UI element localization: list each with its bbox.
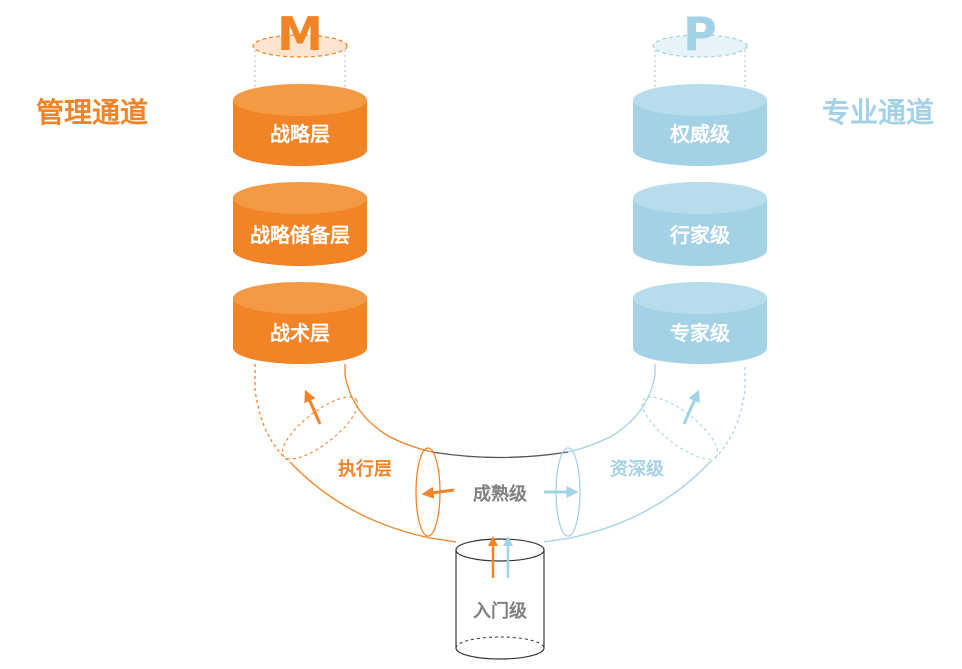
professional-level-cylinder: 权威级 <box>633 84 767 166</box>
entry-level-cylinder: 入门级 <box>455 538 545 660</box>
management-channel-title: 管理通道 <box>36 96 148 129</box>
level-label: 权威级 <box>669 122 730 146</box>
management-level-cylinder: 战略层 <box>233 84 367 166</box>
professional-letter: P <box>683 7 717 61</box>
left-arrow-icon <box>421 486 455 499</box>
level-label: 行家级 <box>669 223 730 247</box>
middle-level-label: 成熟级 <box>473 483 528 505</box>
professional-guide-lines <box>654 50 746 90</box>
up-arrow-left-icon <box>304 389 322 425</box>
up-arrow-right-icon <box>682 389 700 425</box>
entry-level-label: 入门级 <box>473 600 528 622</box>
management-level-cylinder: 战术层 <box>233 282 367 364</box>
professional-level-cylinder: 专家级 <box>633 282 767 364</box>
pipe-cross-section-left <box>281 396 359 460</box>
professional-top-ellipse <box>652 34 748 58</box>
management-top-ellipse <box>252 34 348 58</box>
level-label: 战术层 <box>270 321 330 345</box>
left-lower-level-label: 执行层 <box>338 458 392 480</box>
level-label: 战略层 <box>270 122 330 146</box>
management-guide-lines <box>254 50 346 90</box>
level-label: 专家级 <box>670 321 730 345</box>
management-level-cylinder: 战略储备层 <box>233 182 367 266</box>
u-pipe <box>254 364 746 543</box>
professional-level-cylinder: 行家级 <box>633 182 767 266</box>
management-letter: M <box>277 7 323 61</box>
professional-channel-title: 专业通道 <box>822 96 934 129</box>
level-label: 战略储备层 <box>250 223 350 247</box>
pipe-cross-section-right <box>641 396 719 460</box>
right-lower-level-label: 资深级 <box>610 458 665 480</box>
